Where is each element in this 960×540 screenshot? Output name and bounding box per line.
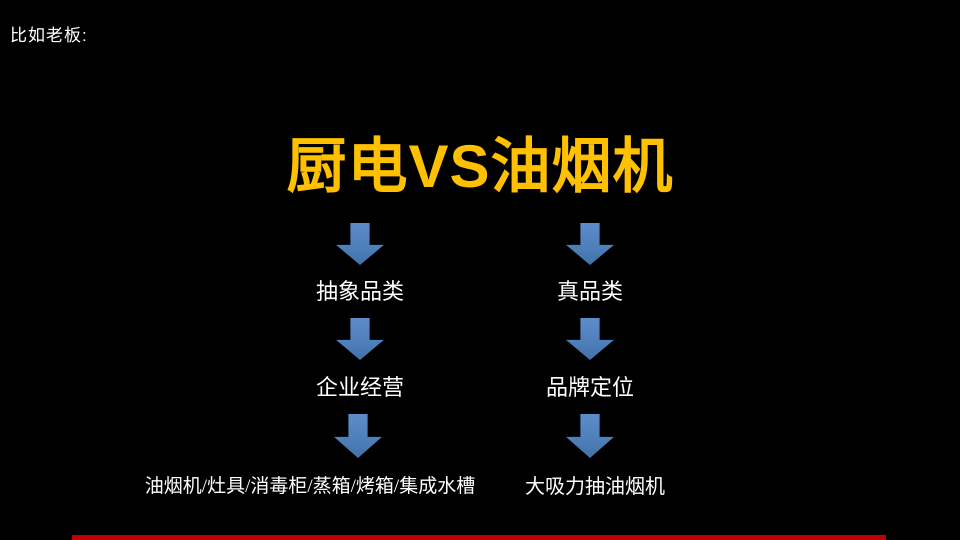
flow-step-label: 抽象品类 bbox=[315, 279, 404, 304]
down-arrow-icon bbox=[334, 414, 382, 458]
footer-accent-bar bbox=[72, 535, 886, 540]
down-arrow-icon bbox=[566, 318, 614, 360]
flow-step-label: 真品类 bbox=[556, 279, 623, 304]
down-arrow-icon bbox=[566, 414, 614, 458]
down-arrow-icon bbox=[566, 223, 614, 265]
slide-title: 厨电VS油烟机 bbox=[286, 133, 674, 200]
flow-step-label: 企业经营 bbox=[315, 375, 404, 400]
down-arrow-icon bbox=[336, 223, 384, 265]
slide-note: 比如老板: bbox=[10, 26, 88, 45]
flow-step-label: 油烟机/灶具/消毒柜/蒸箱/烤箱/集成水槽 bbox=[144, 476, 476, 497]
flow-step-label: 大吸力抽油烟机 bbox=[525, 476, 665, 498]
flow-step-label: 品牌定位 bbox=[545, 375, 634, 400]
down-arrow-icon bbox=[336, 318, 384, 360]
